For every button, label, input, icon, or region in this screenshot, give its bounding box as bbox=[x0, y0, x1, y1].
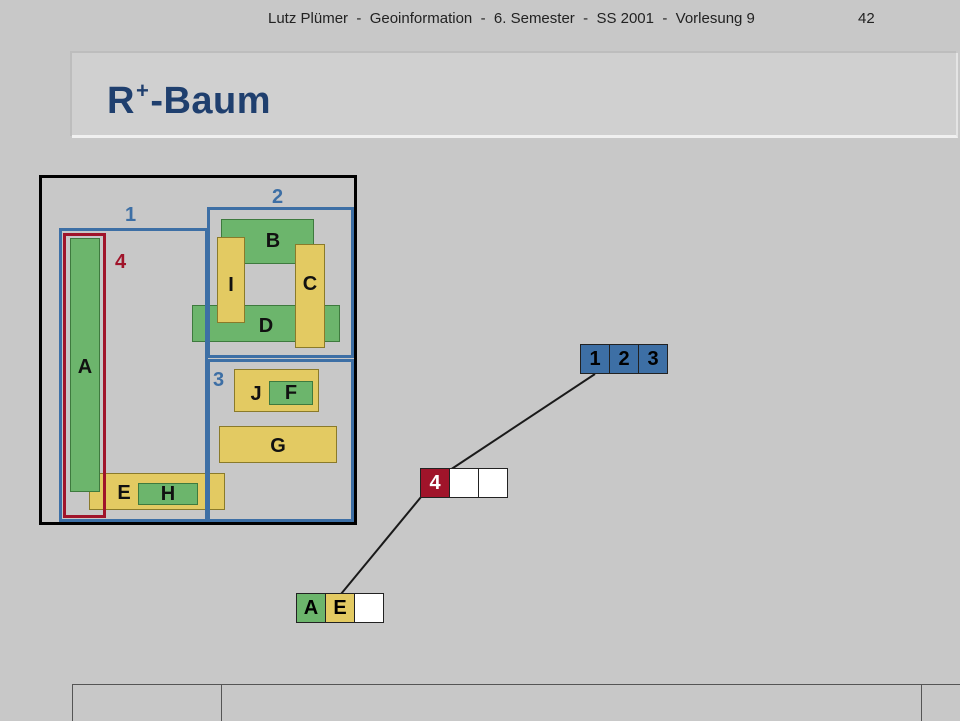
label-F: F bbox=[284, 381, 298, 404]
edge-root-to-node4 bbox=[449, 373, 596, 471]
tree-leaf-node: A E bbox=[296, 593, 384, 623]
slide-title: R+-Baum bbox=[107, 78, 272, 122]
region-4 bbox=[63, 233, 106, 518]
node-entry-empty-1 bbox=[449, 468, 479, 498]
region-label-3: 3 bbox=[213, 369, 225, 391]
footer-divider-left bbox=[221, 685, 222, 721]
region-label-1: 1 bbox=[125, 204, 137, 226]
region-3 bbox=[207, 359, 354, 522]
rect-C bbox=[295, 244, 325, 348]
label-J: J bbox=[250, 382, 262, 405]
rect-I bbox=[217, 237, 245, 323]
tree-node-4: 4 bbox=[420, 468, 508, 498]
spatial-diagram: H E A D B I C J F G 1 2 3 4 bbox=[39, 175, 357, 525]
footer bbox=[72, 684, 960, 721]
label-I: I bbox=[228, 273, 234, 296]
label-D: D bbox=[258, 314, 274, 337]
rect-A bbox=[70, 238, 100, 492]
leaf-entry-E: E bbox=[325, 593, 355, 623]
label-E: E bbox=[117, 481, 131, 504]
tree-root-node: 1 2 3 bbox=[580, 344, 668, 374]
leaf-entry-empty bbox=[354, 593, 384, 623]
root-entry-3: 3 bbox=[638, 344, 668, 374]
footer-text: Lutz Plümer - Geoinformation - 6. Semest… bbox=[268, 10, 755, 27]
label-A: A bbox=[77, 355, 93, 378]
page-number: 42 bbox=[858, 10, 875, 27]
node-entry-4: 4 bbox=[420, 468, 450, 498]
label-B: B bbox=[265, 229, 281, 252]
region-label-2: 2 bbox=[272, 186, 284, 208]
root-entry-2: 2 bbox=[609, 344, 639, 374]
label-C: C bbox=[302, 272, 318, 295]
rect-H: H bbox=[138, 483, 198, 505]
region-label-4: 4 bbox=[115, 251, 127, 273]
label-G: G bbox=[270, 434, 286, 457]
title-bar bbox=[72, 53, 958, 138]
region-2 bbox=[207, 207, 354, 358]
root-entry-1: 1 bbox=[580, 344, 610, 374]
leaf-entry-A: A bbox=[296, 593, 326, 623]
edge-node4-to-leaf bbox=[340, 496, 422, 595]
region-1 bbox=[59, 228, 208, 522]
label-H: H bbox=[160, 482, 176, 505]
rect-G bbox=[219, 426, 337, 463]
footer-divider-right bbox=[921, 685, 922, 721]
node-entry-empty-2 bbox=[478, 468, 508, 498]
rect-F: F bbox=[269, 381, 313, 405]
